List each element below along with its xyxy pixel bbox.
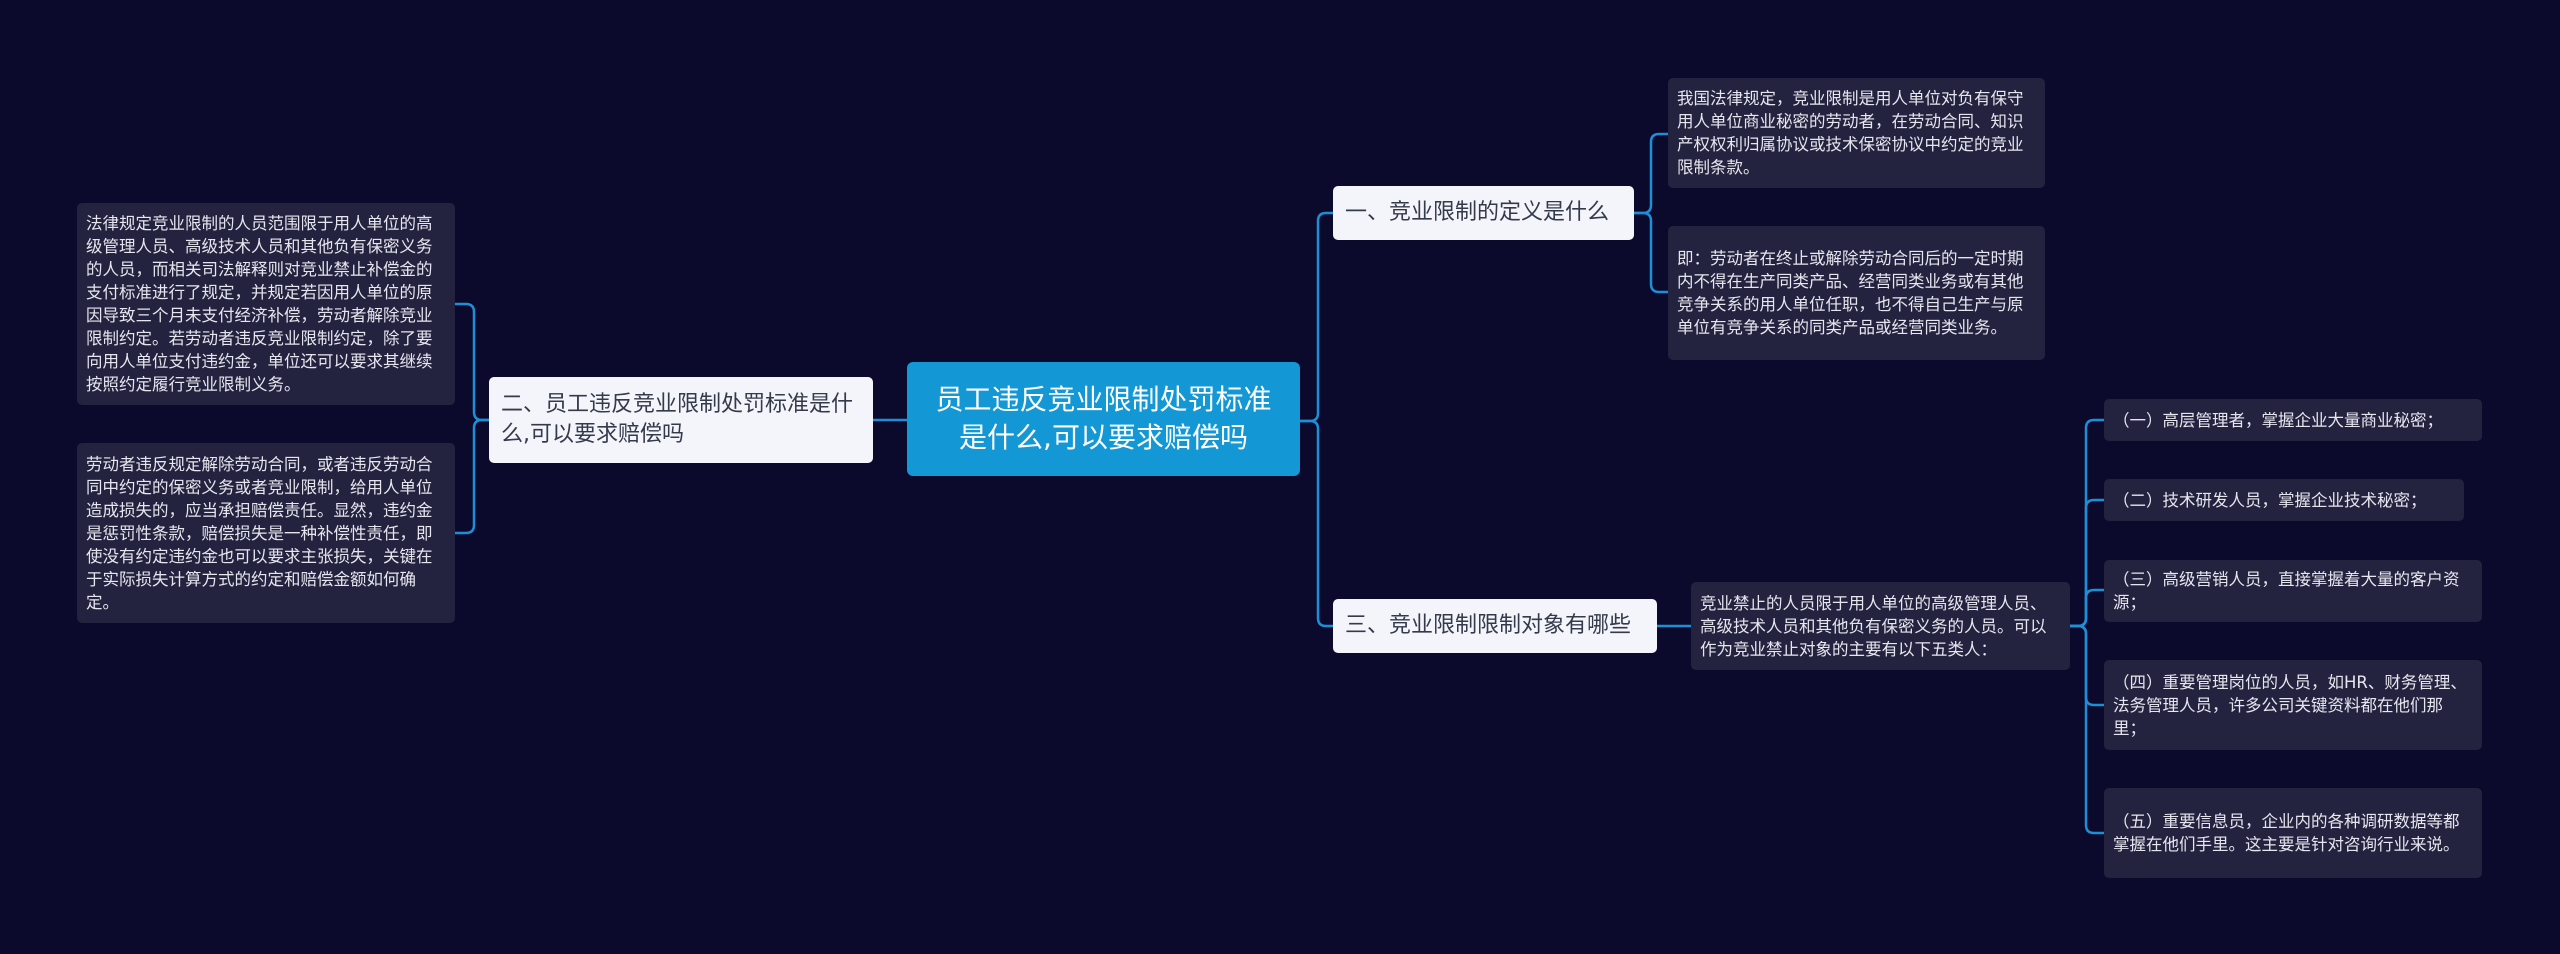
leaf-penalty-1[interactable]: 法律规定竞业限制的人员范围限于用人单位的高级管理人员、高级技术人员和其他负有保密… (77, 203, 455, 405)
branch-penalty[interactable]: 二、员工违反竞业限制处罚标准是什么,可以要求赔偿吗 (489, 377, 873, 463)
targets-summary[interactable]: 竞业禁止的人员限于用人单位的高级管理人员、高级技术人员和其他负有保密义务的人员。… (1691, 582, 2070, 670)
target-item-2[interactable]: （二）技术研发人员，掌握企业技术秘密； (2104, 479, 2464, 521)
link-branch1-leaf2 (1632, 211, 1670, 294)
link-branch1-leaf1 (1632, 132, 1670, 215)
link-middle-leaf3 (2068, 588, 2106, 628)
link-root-branch1 (1298, 211, 1335, 423)
target-item-1[interactable]: （一）高层管理者，掌握企业大量商业秘密； (2104, 399, 2482, 441)
leaf-definition-1[interactable]: 我国法律规定，竞业限制是用人单位对负有保守用人单位商业秘密的劳动者，在劳动合同、… (1668, 78, 2045, 188)
leaf-definition-2[interactable]: 即：劳动者在终止或解除劳动合同后的一定时期内不得在生产同类产品、经营同类业务或有… (1668, 226, 2045, 360)
target-item-3[interactable]: （三）高级营销人员，直接掌握着大量的客户资源； (2104, 560, 2482, 622)
target-item-4[interactable]: （四）重要管理岗位的人员，如HR、财务管理、法务管理人员，许多公司关键资料都在他… (2104, 660, 2482, 750)
link-branch2-leaf1 (453, 302, 491, 422)
branch-targets[interactable]: 三、竞业限制限制对象有哪些 (1333, 599, 1657, 653)
branch-definition[interactable]: 一、竞业限制的定义是什么 (1333, 186, 1634, 240)
branch-definition-text: 一、竞业限制的定义是什么 (1345, 200, 1610, 225)
link-root-branch3 (1298, 419, 1335, 628)
target-item-5[interactable]: （五）重要信息员，企业内的各种调研数据等都掌握在他们手里。这主要是针对咨询行业来… (2104, 788, 2482, 878)
root-topic[interactable]: 员工违反竞业限制处罚标准是什么,可以要求赔偿吗 (907, 362, 1300, 476)
branch-targets-text: 三、竞业限制限制对象有哪些 (1345, 613, 1632, 638)
link-middle-leaf5 (2068, 624, 2106, 835)
root-topic-text: 员工违反竞业限制处罚标准是什么,可以要求赔偿吗 (935, 383, 1272, 454)
link-branch2-leaf2 (453, 418, 491, 535)
branch-penalty-text: 二、员工违反竞业限制处罚标准是什么,可以要求赔偿吗 (501, 392, 854, 447)
leaf-penalty-2[interactable]: 劳动者违反规定解除劳动合同，或者违反劳动合同中约定的保密义务或者竞业限制，给用人… (77, 443, 455, 623)
